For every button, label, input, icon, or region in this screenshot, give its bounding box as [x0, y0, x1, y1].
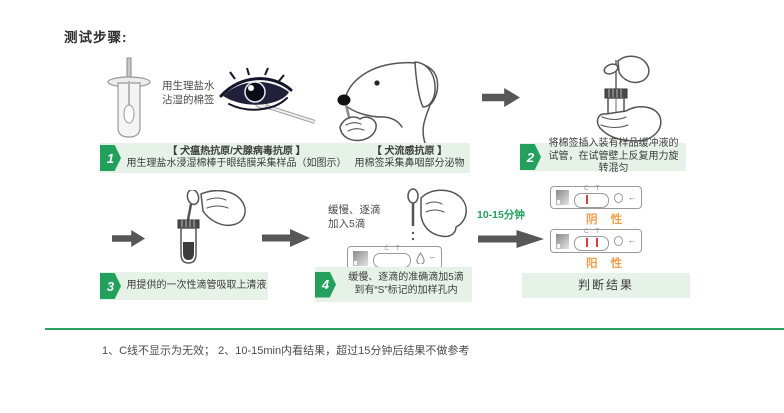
t-label: T — [595, 229, 600, 235]
test-cassette-step4: C T – — [347, 246, 442, 270]
positive-label: 阳 性 — [586, 258, 628, 270]
step1-badge: 1 — [100, 145, 121, 171]
arrow-right-icon — [262, 229, 310, 247]
cassette-ct-labels: C T — [374, 246, 410, 253]
step2-desc: 将棉签插入装有样品缓冲液的试管，在试管壁上反复用力旋转混匀 — [548, 138, 679, 175]
step1-title-a: 【 犬瘟热抗原/犬腺病毒抗原 】 — [167, 145, 306, 157]
step2-badge: 2 — [520, 144, 541, 170]
cassette-result-window: C T — [373, 246, 411, 268]
step1-title-b: 【 犬流感抗原 】 — [371, 145, 448, 157]
test-cassette-negative: C T ← — [550, 186, 642, 209]
divider-line — [45, 328, 784, 330]
drip-dropper-illustration — [407, 188, 467, 241]
saline-tube-illustration — [107, 57, 151, 138]
c-label: C — [584, 185, 589, 192]
cassette-ct-labels: C T — [575, 229, 607, 236]
step3-banner: 3 用提供的一次性滴管吸取上清液 — [100, 272, 268, 300]
arrow-right-icon — [482, 88, 520, 107]
eye-swab-illustration — [219, 67, 316, 124]
step4-badge: 4 — [315, 271, 336, 298]
step1-column-b: 【 犬流感抗原 】 用棉签采集鼻咽部分泌物 — [349, 146, 470, 171]
swab-note-line2: 沾湿的棉签 — [162, 94, 215, 106]
cassette-sample-square — [353, 250, 368, 266]
step4-desc-line1: 缓慢、逐滴的准确滴加5滴 — [348, 272, 464, 283]
time-label: 10-15分钟 — [477, 209, 525, 221]
drip-note-line1: 缓慢、逐滴 — [328, 204, 381, 216]
dog-swab-illustration — [337, 61, 439, 144]
arrow-right-icon — [112, 230, 145, 247]
step4-banner: 4 缓慢、逐滴的准确滴加5滴 到有“S”标记的加样孔内 — [315, 267, 472, 302]
result-banner-title: 判断结果 — [577, 278, 634, 293]
arrow-right-icon — [478, 230, 544, 248]
cassette-result-window: C T — [574, 186, 609, 208]
drop-dash-icon: – — [430, 253, 435, 262]
cassette-sample-square — [556, 190, 570, 205]
step1-column-a: 【 犬瘟热抗原/犬腺病毒抗原 】 用生理盐水浸湿棉棒于眼结膜采集样品（如图示） — [124, 146, 349, 171]
step1-banner: 1 【 犬瘟热抗原/犬腺病毒抗原 】 用生理盐水浸湿棉棒于眼结膜采集样品（如图示… — [100, 143, 470, 173]
t-label: T — [395, 246, 400, 252]
step2-banner: 2 将棉签插入装有样品缓冲液的试管，在试管壁上反复用力旋转混匀 — [520, 138, 686, 174]
test-cassette-positive: C T ← — [550, 229, 642, 253]
footer-note: 1、C线不显示为无效； 2、10-15min内看结果，超过15分钟后结果不做参考 — [102, 345, 470, 357]
t-label: T — [595, 185, 600, 192]
c-label: C — [584, 229, 589, 235]
well-arrow-icon: ← — [628, 236, 636, 245]
t-line — [596, 238, 599, 247]
drip-note-line2: 加入5滴 — [328, 218, 366, 230]
step1-desc-b: 用棉签采集鼻咽部分泌物 — [354, 158, 465, 169]
extract-dropper-illustration — [177, 190, 246, 264]
c-label: C — [384, 246, 389, 252]
well-arrow-icon: ← — [628, 192, 636, 202]
swab-note-line1: 用生理盐水 — [162, 80, 215, 92]
step3-badge: 3 — [100, 273, 121, 299]
c-line — [586, 194, 589, 204]
page-title: 测试步骤: — [64, 30, 128, 45]
cassette-ct-labels: C T — [575, 186, 607, 193]
cassette-sample-square — [556, 233, 570, 249]
drop-well-icon — [416, 252, 425, 264]
mix-tube-hands-illustration — [596, 55, 662, 142]
cassette-sample-well — [613, 236, 623, 246]
negative-label: 阴 性 — [586, 214, 628, 226]
cassette-result-window: C T — [574, 229, 609, 251]
c-line — [586, 238, 589, 247]
cassette-sample-well — [613, 192, 623, 203]
step4-desc-line2: 到有“S”标记的加样孔内 — [354, 284, 458, 296]
step1-desc-a: 用生理盐水浸湿棉棒于眼结膜采集样品（如图示） — [126, 158, 347, 169]
step3-desc: 用提供的一次性滴管吸取上清液 — [126, 279, 267, 291]
result-banner: 判断结果 — [522, 273, 690, 298]
drip-note: 缓慢、逐滴 加入5滴 — [328, 203, 381, 231]
swab-note: 用生理盐水 沾湿的棉签 — [162, 79, 215, 107]
